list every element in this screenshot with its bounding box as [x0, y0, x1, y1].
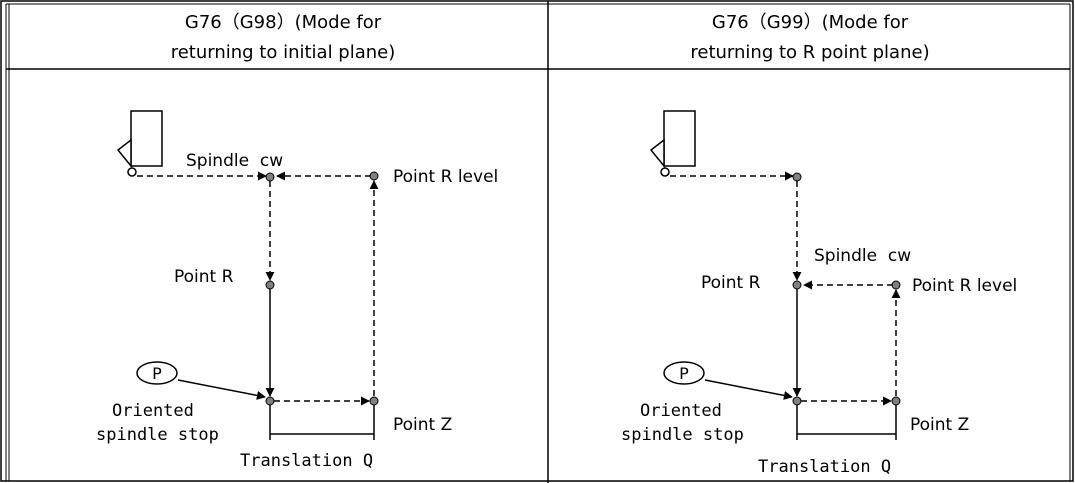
motion-paths [670, 171, 901, 440]
p-marker [663, 361, 705, 385]
label-point-z: Point Z [910, 415, 969, 435]
points [265, 171, 379, 406]
panel-header-line1: G76（G99）(Mode for [712, 12, 909, 33]
motion-paths [137, 171, 379, 440]
label-spindle-cw: Spindle cw [814, 246, 911, 266]
label-translation-q: Translation Q [240, 451, 373, 471]
label-oriented: Oriented [640, 401, 722, 421]
point-z-dot [891, 396, 901, 406]
panel-g98: G76（G98）(Mode for returning to initial p… [96, 12, 498, 471]
p-marker [136, 361, 178, 385]
panel-header-line2: returning to R point plane) [690, 42, 929, 63]
label-point-r: Point R [701, 273, 761, 293]
p-pointer [177, 379, 266, 400]
point-r-level-dot [369, 171, 379, 181]
point-start [792, 172, 802, 182]
label-translation-q: Translation Q [758, 457, 891, 477]
panel-header-line1: G76（G98）(Mode for [185, 12, 382, 33]
p-label: P [152, 364, 162, 383]
point-bottom [265, 396, 275, 406]
panel-g99: G76（G99）(Mode for returning to R point p… [621, 12, 1017, 477]
label-point-z: Point Z [393, 415, 452, 435]
label-point-r: Point R [174, 267, 234, 287]
label-oriented: Oriented [112, 401, 194, 421]
p-label: P [679, 364, 689, 383]
point-r-dot [265, 280, 275, 290]
label-point-r-level: Point R level [912, 276, 1017, 296]
boring-tool-icon [649, 110, 696, 177]
label-spindle-stop: spindle stop [96, 425, 219, 445]
point-bottom [792, 396, 802, 406]
point-r-dot [792, 280, 802, 290]
point-z-dot [369, 396, 379, 406]
label-point-r-level: Point R level [393, 167, 498, 187]
label-spindle-stop: spindle stop [621, 425, 744, 445]
points [792, 172, 901, 406]
label-spindle-cw: Spindle cw [186, 151, 283, 171]
point-start [265, 172, 275, 182]
p-pointer [704, 379, 793, 400]
point-r-level-dot [891, 280, 901, 290]
panel-header-line2: returning to initial plane) [171, 42, 396, 63]
boring-tool-icon [116, 110, 163, 177]
